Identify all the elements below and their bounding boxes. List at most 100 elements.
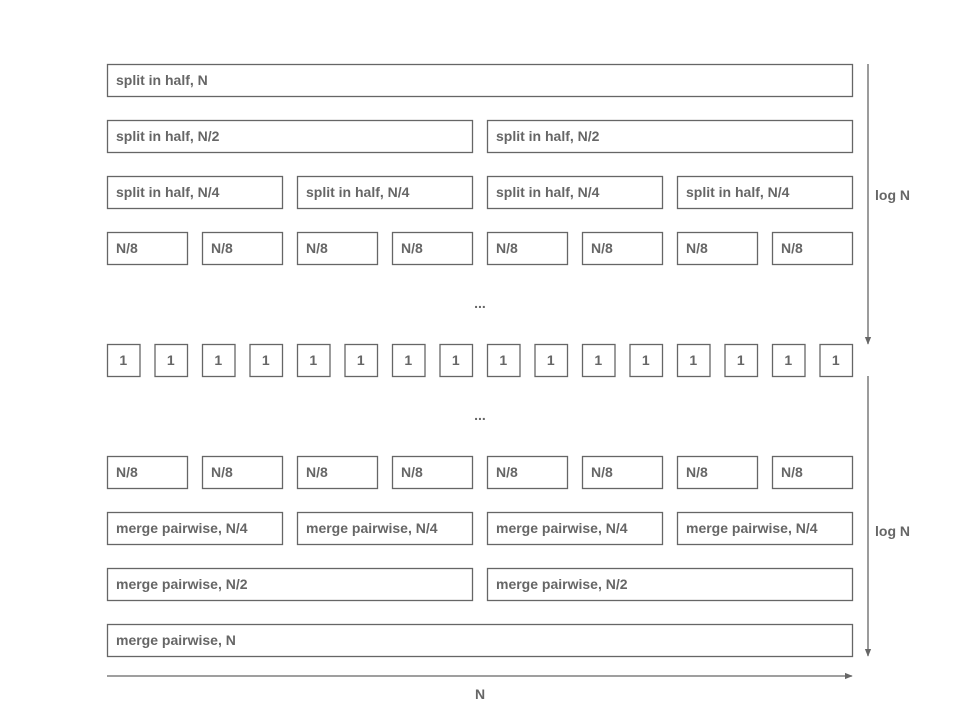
unit-box-label: 1 [689,352,697,368]
unit-box-outline [344,343,379,378]
unit-box-outline [201,343,236,378]
merge-box-outline [676,511,854,546]
split-box-outline [296,175,474,210]
merge-box-label: N/8 [401,464,423,480]
unit-box-label: 1 [499,352,507,368]
merge-box-outline [201,455,284,490]
unit-box-outline [391,343,426,378]
split-box: split in half, N/4 [296,175,474,210]
unit-box-label: 1 [357,352,365,368]
merge-box: merge pairwise, N/2 [106,567,474,602]
split-box: N/8 [296,231,379,266]
unit-box-label: 1 [262,352,270,368]
merge-box-label: N/8 [591,464,613,480]
split-box-label: split in half, N/4 [496,184,600,200]
split-box-label: split in half, N/2 [116,128,220,144]
merge-box: N/8 [106,455,189,490]
merge-box-label: merge pairwise, N/4 [306,520,438,536]
boxes-layer: split in half, N split in half, N/2 split … [106,63,854,658]
merge-box-label: N/8 [686,464,708,480]
merge-box: merge pairwise, N/4 [296,511,474,546]
merge-box: merge pairwise, N [106,623,854,658]
split-box: split in half, N/2 [486,119,854,154]
merge-box-label: merge pairwise, N/4 [686,520,818,536]
merge-box-outline [486,567,854,602]
unit-box: 1 [486,343,521,378]
merge-box-outline [486,455,569,490]
unit-box: 1 [154,343,189,378]
unit-box: 1 [581,343,616,378]
split-box-outline [201,231,284,266]
split-box-label: split in half, N/4 [116,184,220,200]
split-box-label: split in half, N/4 [686,184,790,200]
split-box-label: split in half, N/4 [306,184,410,200]
unit-box-outline [629,343,664,378]
merge-box: N/8 [486,455,569,490]
split-box-outline [106,119,474,154]
unit-box-label: 1 [594,352,602,368]
unit-box-outline [249,343,284,378]
split-box-label: N/8 [686,240,708,256]
split-box: split in half, N/4 [486,175,664,210]
split-box: N/8 [486,231,569,266]
merge-box-label: merge pairwise, N/4 [496,520,628,536]
unit-box-outline [676,343,711,378]
merge-box-outline [106,623,854,658]
unit-box: 1 [344,343,379,378]
split-box-label: N/8 [401,240,423,256]
unit-box-label: 1 [214,352,222,368]
split-box-outline [676,175,854,210]
merge-box-label: N/8 [116,464,138,480]
unit-box: 1 [676,343,711,378]
merge-box-outline [296,511,474,546]
split-box-label: N/8 [211,240,233,256]
unit-box-outline [724,343,759,378]
split-box: N/8 [391,231,474,266]
unit-box-outline [581,343,616,378]
split-box: N/8 [201,231,284,266]
split-box: N/8 [676,231,759,266]
split-box-label: N/8 [116,240,138,256]
split-box-label: N/8 [781,240,803,256]
split-box-label: N/8 [306,240,328,256]
merge-box: N/8 [581,455,664,490]
unit-box: 1 [439,343,474,378]
merge-box-outline [391,455,474,490]
merge-box-label: N/8 [496,464,518,480]
unit-box: 1 [391,343,426,378]
merge-box: merge pairwise, N/4 [106,511,284,546]
unit-box: 1 [819,343,854,378]
unit-box-label: 1 [784,352,792,368]
split-box-outline [581,231,664,266]
merge-box: N/8 [201,455,284,490]
split-box-outline [486,119,854,154]
split-box: split in half, N [106,63,854,98]
unit-box-label: 1 [737,352,745,368]
merge-box-label: merge pairwise, N/4 [116,520,248,536]
split-box-outline [106,175,284,210]
unit-box-label: 1 [167,352,175,368]
merge-box-label: N/8 [211,464,233,480]
split-box-label: N/8 [496,240,518,256]
unit-box: 1 [296,343,331,378]
merge-box-label: N/8 [781,464,803,480]
split-box: N/8 [106,231,189,266]
split-depth-label: log N [875,187,910,203]
merge-box-label: merge pairwise, N [116,632,236,648]
merge-box-outline [581,455,664,490]
merge-box: N/8 [771,455,854,490]
merge-depth-label: log N [875,523,910,539]
merge-box: merge pairwise, N/2 [486,567,854,602]
split-box-label: N/8 [591,240,613,256]
merge-box-outline [296,455,379,490]
split-box: split in half, N/4 [676,175,854,210]
ellipsis-merge: ... [474,407,486,423]
unit-box-label: 1 [832,352,840,368]
unit-box: 1 [106,343,141,378]
split-box-outline [676,231,759,266]
merge-box: N/8 [296,455,379,490]
unit-box: 1 [771,343,806,378]
unit-box: 1 [724,343,759,378]
merge-box-label: N/8 [306,464,328,480]
unit-box-label: 1 [309,352,317,368]
